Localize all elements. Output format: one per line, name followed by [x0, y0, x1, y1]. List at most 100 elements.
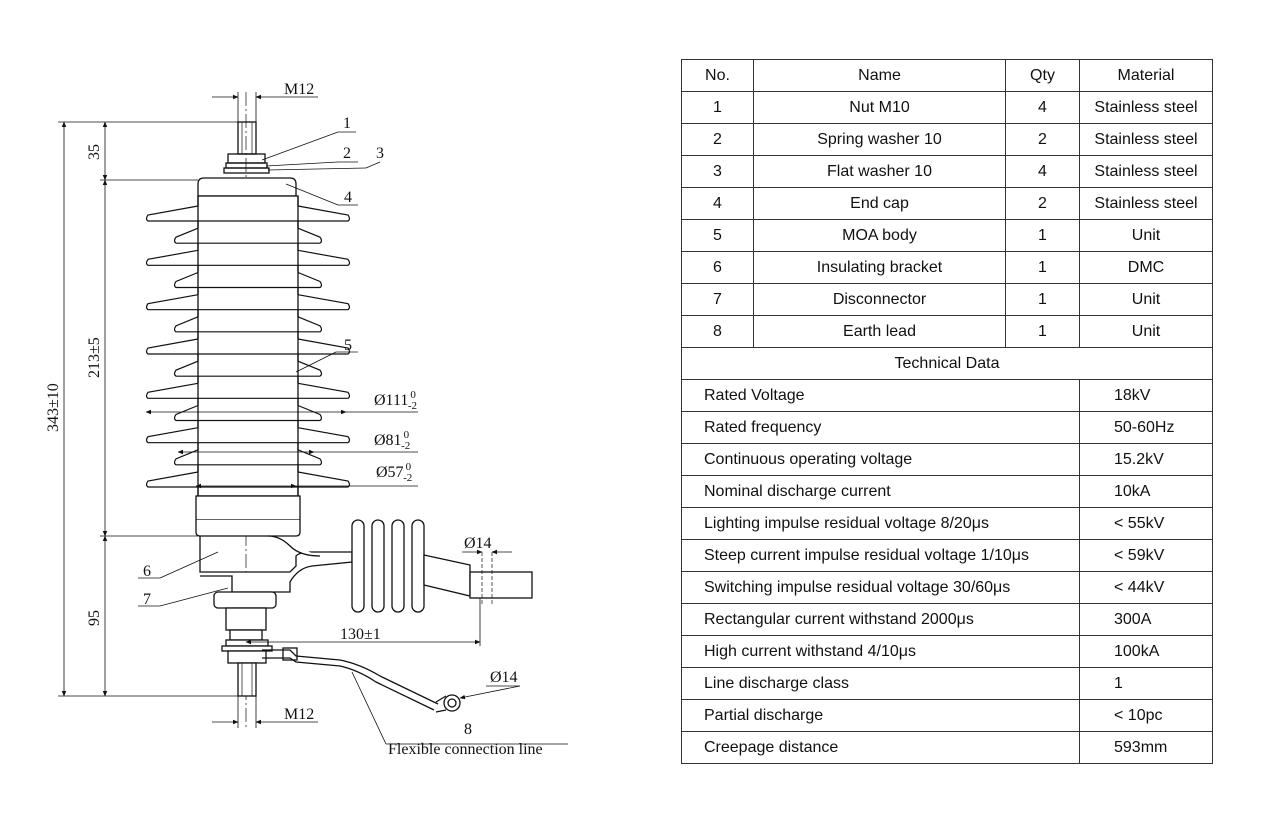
tech-value: < 55kV: [1079, 507, 1213, 540]
insulating-bracket: [199, 519, 533, 613]
tech-value: 18kV: [1079, 379, 1213, 412]
tech-title: Technical Data: [681, 347, 1213, 380]
top-stud: [223, 121, 270, 174]
shed: [145, 471, 351, 488]
header-qty: Qty: [1005, 59, 1080, 92]
tech-value: 100kA: [1079, 635, 1213, 668]
housing-inner-lines: [197, 196, 299, 496]
tech-value: 593mm: [1079, 731, 1213, 764]
shed: [173, 316, 323, 333]
part-qty: 1: [1005, 219, 1080, 252]
table-row: Lighting impulse residual voltage 8/20μs…: [681, 507, 1213, 540]
callout-3: 3: [376, 145, 384, 162]
callout-2: 2: [343, 145, 351, 162]
part-name: End cap: [753, 187, 1006, 220]
tech-value: 300A: [1079, 603, 1213, 636]
tech-label: Rated Voltage: [681, 379, 1080, 412]
end-cap: [197, 177, 297, 197]
table-header-row: No. Name Qty Material: [681, 59, 1213, 92]
flexible-line-label: Flexible connection line: [388, 741, 543, 758]
table-row: Partial discharge< 10pc: [681, 699, 1213, 732]
shed: [145, 294, 351, 311]
header-no: No.: [681, 59, 754, 92]
tech-value: < 59kV: [1079, 539, 1213, 572]
part-no: 4: [681, 187, 754, 220]
disconnector: [213, 591, 277, 697]
tech-label: Lighting impulse residual voltage 8/20μs: [681, 507, 1080, 540]
housing-sheds: [145, 195, 351, 497]
tech-label: Rectangular current withstand 2000μs: [681, 603, 1080, 636]
part-no: 8: [681, 315, 754, 348]
shed: [145, 382, 351, 399]
thread-bottom-label: M12: [284, 706, 314, 723]
part-qty: 4: [1005, 155, 1080, 188]
callout-5: 5: [344, 337, 352, 354]
tech-value: 15.2kV: [1079, 443, 1213, 476]
shed: [145, 338, 351, 355]
dim-body-label: 213±5: [86, 337, 103, 378]
part-material: Stainless steel: [1079, 155, 1213, 188]
part-qty: 1: [1005, 251, 1080, 284]
tech-label: High current withstand 4/10μs: [681, 635, 1080, 668]
part-material: Stainless steel: [1079, 123, 1213, 156]
lower-end-cap: [195, 495, 301, 537]
part-material: DMC: [1079, 251, 1213, 284]
part-qty: 1: [1005, 283, 1080, 316]
dimension-lines: [58, 92, 568, 745]
tech-label: Nominal discharge current: [681, 475, 1080, 508]
callout-1: 1: [343, 115, 351, 132]
header-name: Name: [753, 59, 1006, 92]
tech-label: Partial discharge: [681, 699, 1080, 732]
table-row: Switching impulse residual voltage 30/60…: [681, 571, 1213, 604]
part-qty: 4: [1005, 91, 1080, 124]
shed: [173, 360, 323, 377]
callout-7: 7: [143, 591, 151, 608]
tech-label: Creepage distance: [681, 731, 1080, 764]
tech-value: 50-60Hz: [1079, 411, 1213, 444]
part-name: Spring washer 10: [753, 123, 1006, 156]
tech-value: 1: [1079, 667, 1213, 700]
part-material: Unit: [1079, 219, 1213, 252]
tech-title-row: Technical Data: [681, 347, 1213, 380]
part-no: 2: [681, 123, 754, 156]
dim-bottom-label: 95: [86, 610, 103, 626]
tech-label: Steep current impulse residual voltage 1…: [681, 539, 1080, 572]
shed: [173, 227, 323, 244]
part-no: 6: [681, 251, 754, 284]
part-no: 7: [681, 283, 754, 316]
part-qty: 1: [1005, 315, 1080, 348]
part-no: 1: [681, 91, 754, 124]
part-material: Unit: [1079, 283, 1213, 316]
part-no: 5: [681, 219, 754, 252]
dim-bracket-label: 130±1: [340, 626, 381, 643]
part-name: Flat washer 10: [753, 155, 1006, 188]
tech-label: Continuous operating voltage: [681, 443, 1080, 476]
part-name: Earth lead: [753, 315, 1006, 348]
shed: [145, 249, 351, 266]
part-qty: 2: [1005, 187, 1080, 220]
dia-lug-label: Ø14: [490, 669, 518, 686]
shed: [145, 205, 351, 222]
shed: [145, 427, 351, 444]
tech-label: Switching impulse residual voltage 30/60…: [681, 571, 1080, 604]
table-row: Steep current impulse residual voltage 1…: [681, 539, 1213, 572]
part-name: Disconnector: [753, 283, 1006, 316]
dim-top-label: 35: [86, 144, 103, 160]
tech-label: Line discharge class: [681, 667, 1080, 700]
shed: [173, 404, 323, 422]
